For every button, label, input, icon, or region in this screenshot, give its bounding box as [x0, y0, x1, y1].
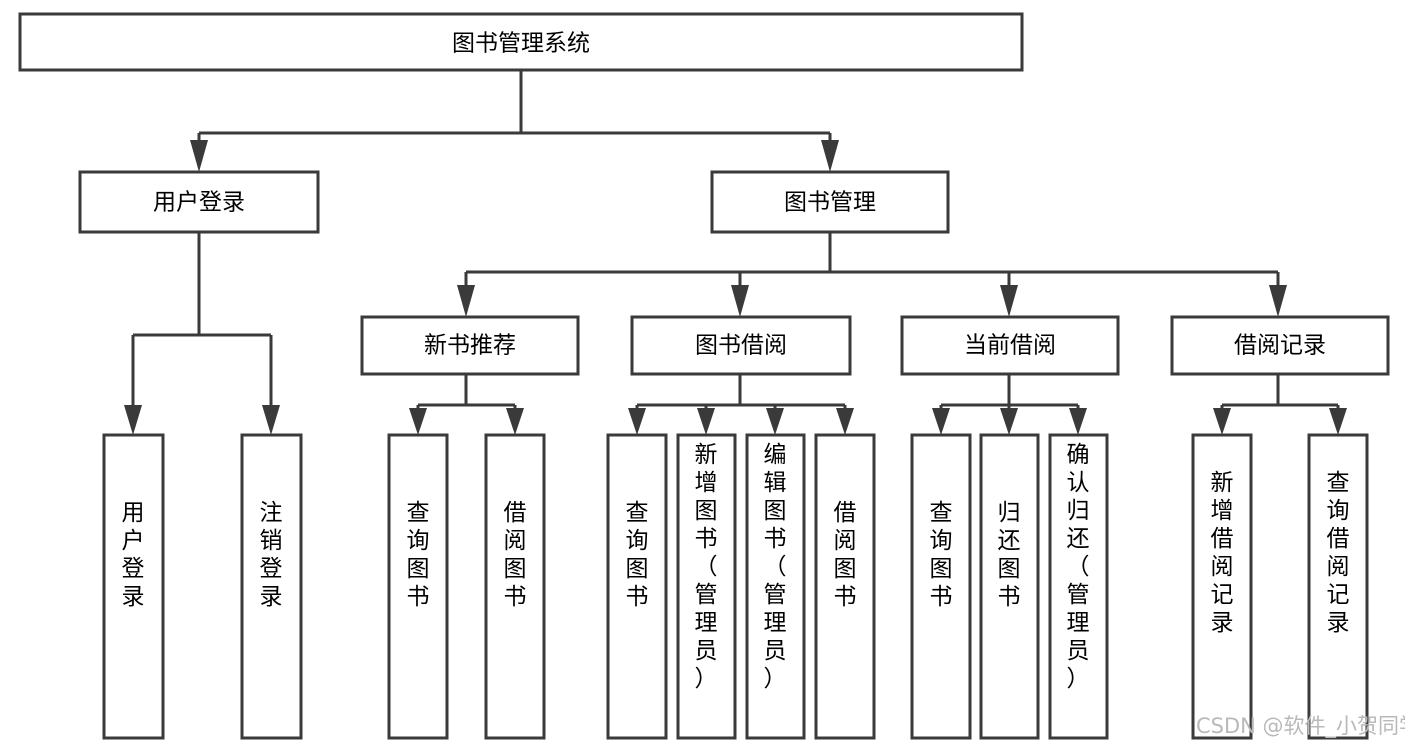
arrowhead-borrow-record: [1269, 285, 1287, 317]
node-leaf-borrow-book-1[interactable]: 借阅图书: [484, 433, 546, 740]
node-book-borrow-box[interactable]: [630, 315, 852, 376]
node-root-box[interactable]: [18, 12, 1024, 72]
node-book-borrow[interactable]: 图书借阅: [630, 315, 852, 376]
node-book-management-label: 图书管理: [784, 190, 876, 216]
arrowhead-leaf-user-login: [124, 405, 142, 435]
node-leaf-logout-login[interactable]: 注销登录: [240, 433, 303, 740]
arrowhead-leaf-add-book: [697, 408, 715, 435]
arrowhead-leaf-add-borrow-record: [1213, 408, 1231, 435]
node-leaf-user-login-box[interactable]: [102, 433, 165, 740]
node-leaf-add-book-box[interactable]: [676, 433, 737, 740]
node-leaf-add-book-label: 新增图书（管理员）: [695, 442, 718, 692]
connectors-root-to-level2: [190, 70, 839, 172]
node-leaf-borrow-book-1-label: 借阅图书: [504, 500, 527, 610]
node-book-management[interactable]: 图书管理: [710, 170, 950, 234]
node-leaf-edit-book-box[interactable]: [745, 433, 806, 740]
node-borrow-record[interactable]: 借阅记录: [1170, 315, 1390, 376]
node-leaf-query-borrow-record[interactable]: 查询借阅记录: [1307, 433, 1369, 740]
arrowhead-leaf-borrow-book-1: [506, 408, 524, 435]
node-leaf-confirm-return-label: 确认归还（管理员）: [1067, 442, 1090, 692]
node-new-book-recommend-box[interactable]: [360, 315, 580, 376]
node-leaf-query-book-2[interactable]: 查询图书: [606, 433, 668, 740]
arrowhead-book-borrow: [731, 285, 749, 317]
node-leaf-borrow-book-2-label: 借阅图书: [834, 500, 857, 610]
arrowhead-leaf-query-book-3: [932, 408, 950, 435]
arrowhead-leaf-query-book-1: [409, 408, 427, 435]
arrowhead-book-management: [821, 140, 839, 172]
node-current-borrow[interactable]: 当前借阅: [900, 315, 1120, 376]
node-book-management-box[interactable]: [710, 170, 950, 234]
connectors-new-book-recommend-to-leaves: [409, 374, 524, 435]
node-leaf-add-borrow-record-label: 新增借阅记录: [1211, 470, 1234, 636]
node-leaf-add-borrow-record-box[interactable]: [1191, 433, 1253, 740]
node-user-login[interactable]: 用户登录: [78, 170, 320, 234]
node-leaf-return-book-box[interactable]: [979, 433, 1040, 740]
node-current-borrow-label: 当前借阅: [964, 333, 1056, 359]
node-leaf-add-book[interactable]: 新增图书（管理员）: [676, 433, 737, 740]
node-borrow-record-label: 借阅记录: [1234, 333, 1326, 359]
node-leaf-query-book-1-box[interactable]: [387, 433, 449, 740]
connectors-borrow-record-to-leaves: [1213, 374, 1347, 435]
node-leaf-query-borrow-record-label: 查询借阅记录: [1327, 470, 1350, 636]
node-leaf-edit-book-label: 编辑图书（管理员）: [764, 442, 787, 692]
node-leaf-query-book-3-box[interactable]: [910, 433, 972, 740]
node-leaf-query-book-1[interactable]: 查询图书: [387, 433, 449, 740]
node-leaf-add-borrow-record[interactable]: 新增借阅记录: [1191, 433, 1253, 740]
node-leaf-query-book-3-label: 查询图书: [930, 500, 953, 610]
arrowhead-user-login: [190, 140, 208, 172]
node-borrow-record-box[interactable]: [1170, 315, 1390, 376]
node-leaf-edit-book[interactable]: 编辑图书（管理员）: [745, 433, 806, 740]
arrowhead-leaf-query-borrow-record: [1329, 408, 1347, 435]
node-current-borrow-box[interactable]: [900, 315, 1120, 376]
node-leaf-borrow-book-1-box[interactable]: [484, 433, 546, 740]
arrowhead-leaf-edit-book: [766, 408, 784, 435]
node-leaf-borrow-book-2[interactable]: 借阅图书: [814, 433, 876, 740]
arrowhead-leaf-query-book-2: [628, 408, 646, 435]
node-leaf-query-book-2-box[interactable]: [606, 433, 668, 740]
node-leaf-borrow-book-2-box[interactable]: [814, 433, 876, 740]
node-user-login-box[interactable]: [78, 170, 320, 234]
node-leaf-user-login-label: 用户登录: [122, 500, 145, 610]
node-book-borrow-label: 图书借阅: [695, 333, 787, 359]
connectors-book-management-to-level3: [457, 232, 1287, 317]
arrowhead-new-book-recommend: [457, 285, 475, 317]
node-leaf-user-login[interactable]: 用户登录: [102, 433, 165, 740]
arrowhead-leaf-logout-login: [262, 405, 280, 435]
node-leaf-return-book[interactable]: 归还图书: [979, 433, 1040, 740]
node-leaf-query-book-2-label: 查询图书: [626, 500, 649, 610]
node-user-login-label: 用户登录: [153, 190, 245, 216]
node-new-book-recommend[interactable]: 新书推荐: [360, 315, 580, 376]
arrowhead-current-borrow: [1000, 285, 1018, 317]
node-leaf-confirm-return[interactable]: 确认归还（管理员）: [1048, 433, 1109, 740]
node-leaf-logout-login-box[interactable]: [240, 433, 303, 740]
node-leaf-query-book-1-label: 查询图书: [407, 500, 430, 610]
node-leaf-confirm-return-box[interactable]: [1048, 433, 1109, 740]
arrowhead-leaf-confirm-return: [1069, 408, 1087, 435]
node-leaf-query-book-3[interactable]: 查询图书: [910, 433, 972, 740]
node-leaf-logout-login-label: 注销登录: [260, 500, 283, 610]
connectors-book-borrow-to-leaves: [628, 374, 854, 435]
node-leaf-return-book-label: 归还图书: [998, 500, 1021, 610]
connectors-current-borrow-to-leaves: [932, 374, 1087, 435]
arrowhead-leaf-return-book: [1000, 408, 1018, 435]
node-leaf-query-borrow-record-box[interactable]: [1307, 433, 1369, 740]
node-root-label: 图书管理系统: [452, 31, 590, 57]
node-new-book-recommend-label: 新书推荐: [424, 333, 516, 359]
arrowhead-leaf-borrow-book-2: [836, 408, 854, 435]
node-root[interactable]: 图书管理系统: [18, 12, 1024, 72]
watermark-label: CSDN @软件_小贺同学: [1196, 714, 1405, 739]
connectors-user-login-to-leaves: [124, 232, 280, 435]
